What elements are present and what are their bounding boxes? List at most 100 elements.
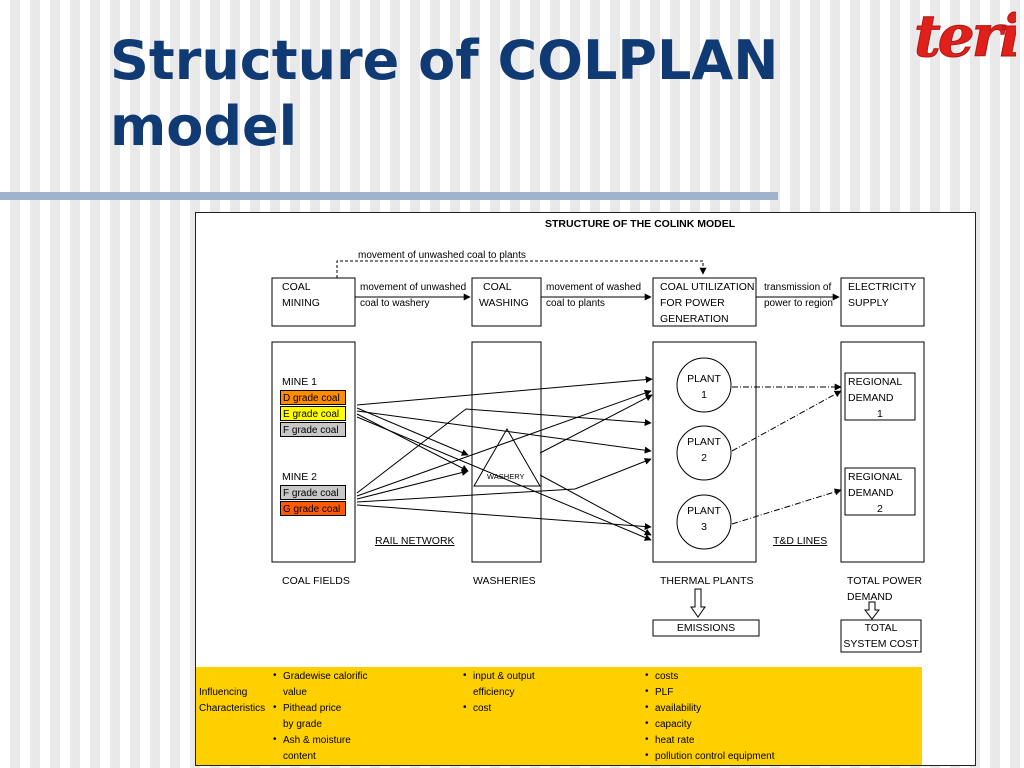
teri-logo: teri	[914, 4, 1017, 66]
teri-logo-text: teri	[914, 4, 1016, 66]
plant-1-label-2: 1	[701, 389, 707, 401]
region-1-label-3: 1	[877, 408, 883, 420]
unwashed-bypass-arrow	[336, 260, 707, 278]
coal-utilization-box	[652, 277, 757, 327]
characteristics-label-1: Influencing	[199, 687, 248, 698]
flow-mining-washing-1: movement of unwashed	[360, 282, 467, 293]
electricity-supply-label-2: SUPPLY	[848, 297, 889, 309]
coal-utilization-label-2: FOR POWER	[660, 297, 725, 309]
flow-plants-region-1: transmission of	[764, 282, 832, 293]
rail-network-arrows	[356, 376, 653, 541]
mine-2-label: MINE 2	[282, 471, 318, 483]
rail-network-label: RAIL NETWORK	[375, 535, 455, 547]
coal-fields-box	[271, 341, 356, 563]
plant-char-5: heat rate	[655, 735, 695, 746]
coal-mining-label-1: COAL	[282, 281, 311, 293]
washeries-label: WASHERIES	[473, 575, 536, 587]
bullet-icon: •	[273, 670, 277, 681]
coal-washing-box	[471, 277, 542, 327]
cf-char-2: value	[283, 687, 307, 698]
coal-washing-label-2: WASHING	[479, 297, 529, 309]
mine-2-grade-f: F grade coal	[280, 485, 346, 500]
thermal-plants-label: THERMAL PLANTS	[660, 575, 754, 587]
electricity-supply-box	[840, 277, 925, 327]
wash-char-3: cost	[473, 703, 492, 714]
bullet-icon: •	[645, 670, 649, 681]
flow-washing-plants-2: coal to plants	[546, 298, 605, 309]
total-cost-label-1: TOTAL	[864, 622, 898, 634]
flow-washing-plants-1: movement of washed	[546, 282, 642, 293]
flow-plants-region-2: power to region	[764, 298, 833, 309]
plant-3-label-2: 3	[701, 521, 707, 533]
region-1-label-2: DEMAND	[848, 392, 894, 404]
coal-utilization-label-1: COAL UTILIZATION	[660, 281, 755, 293]
colink-structure-diagram: STRUCTURE OF THE COLINK MODEL movement o…	[195, 212, 976, 766]
region-2-label-1: REGIONAL	[848, 471, 903, 483]
bypass-label: movement of unwashed coal to plants	[358, 250, 526, 261]
cf-char-3: Pithead price	[283, 703, 342, 714]
mine-1-grade-e: E grade coal	[280, 406, 346, 421]
mine-1-label: MINE 1	[282, 376, 318, 388]
plant-char-2: PLF	[655, 687, 674, 698]
coal-utilization-label-3: GENERATION	[660, 313, 729, 325]
plant-2-circle	[676, 425, 732, 481]
td-lines-arrows	[731, 383, 842, 525]
plant-1-circle	[676, 357, 732, 413]
bullet-icon: •	[645, 718, 649, 729]
wash-char-2: efficiency	[473, 687, 515, 698]
diagram-lines	[271, 260, 925, 653]
bullet-icon: •	[463, 670, 467, 681]
system-cost-down-arrow	[863, 601, 881, 620]
cf-char-4: by grade	[283, 719, 322, 730]
washery-label: WASHERY	[487, 472, 525, 481]
flow-mining-washing-2: coal to washery	[360, 298, 430, 309]
mine-1-grade-f: F grade coal	[280, 422, 346, 437]
coal-washing-label-1: COAL	[483, 281, 512, 293]
slide-title-line-2: model	[110, 95, 298, 158]
emissions-box	[652, 619, 760, 637]
cf-char-5: Ash & moisture	[283, 735, 351, 746]
coal-mining-label-2: MINING	[282, 297, 320, 309]
region-2-label-2: DEMAND	[848, 487, 894, 499]
characteristics-label-2: Characteristics	[199, 703, 266, 714]
bullet-icon: •	[645, 750, 649, 761]
cf-char-6: content	[283, 751, 316, 762]
total-cost-label-2: SYSTEM COST	[843, 638, 919, 650]
coal-fields-label: COAL FIELDS	[282, 575, 350, 587]
mine-1-grade-d: D grade coal	[280, 390, 346, 405]
plant-char-1: costs	[655, 671, 679, 682]
regional-demand-2-box	[844, 467, 916, 516]
title-underline-bar	[0, 192, 778, 200]
plant-char-3: availability	[655, 703, 702, 714]
region-1-label-1: REGIONAL	[848, 376, 903, 388]
bullet-icon: •	[645, 686, 649, 697]
plant-2-label-2: 2	[701, 452, 707, 464]
plant-1-label-1: PLANT	[687, 373, 721, 385]
cf-char-1: Gradewise calorific	[283, 671, 368, 682]
bullet-icon: •	[645, 734, 649, 745]
bullet-icon: •	[273, 734, 277, 745]
emissions-label: EMISSIONS	[676, 622, 736, 634]
plant-2-label-1: PLANT	[687, 436, 721, 448]
region-2-label-3: 2	[877, 503, 883, 515]
diagram-title: STRUCTURE OF THE COLINK MODEL	[545, 218, 736, 230]
total-system-cost-box	[840, 619, 922, 653]
bullet-icon: •	[273, 702, 277, 713]
emissions-down-arrow	[690, 588, 706, 618]
plant-3-label-1: PLANT	[687, 505, 721, 517]
total-power-demand-label-1: TOTAL POWER	[847, 575, 923, 587]
washery-triangle	[473, 428, 541, 487]
plant-3-circle	[676, 494, 732, 550]
slide-title-line-1: Structure of COLPLAN	[110, 29, 779, 92]
bullet-icon: •	[645, 702, 649, 713]
bullet-icon: •	[463, 702, 467, 713]
coal-mining-box	[271, 277, 356, 327]
plant-char-4: capacity	[655, 719, 692, 730]
td-lines-label: T&D LINES	[773, 535, 828, 547]
characteristics-band	[196, 667, 922, 765]
plant-char-6: pollution control equipment	[655, 751, 775, 762]
mine-2-grade-g: G grade coal	[280, 501, 346, 516]
electricity-supply-label-1: ELECTRICITY	[848, 281, 917, 293]
regional-demand-1-box	[844, 372, 916, 421]
total-power-demand-label-2: DEMAND	[847, 591, 893, 603]
